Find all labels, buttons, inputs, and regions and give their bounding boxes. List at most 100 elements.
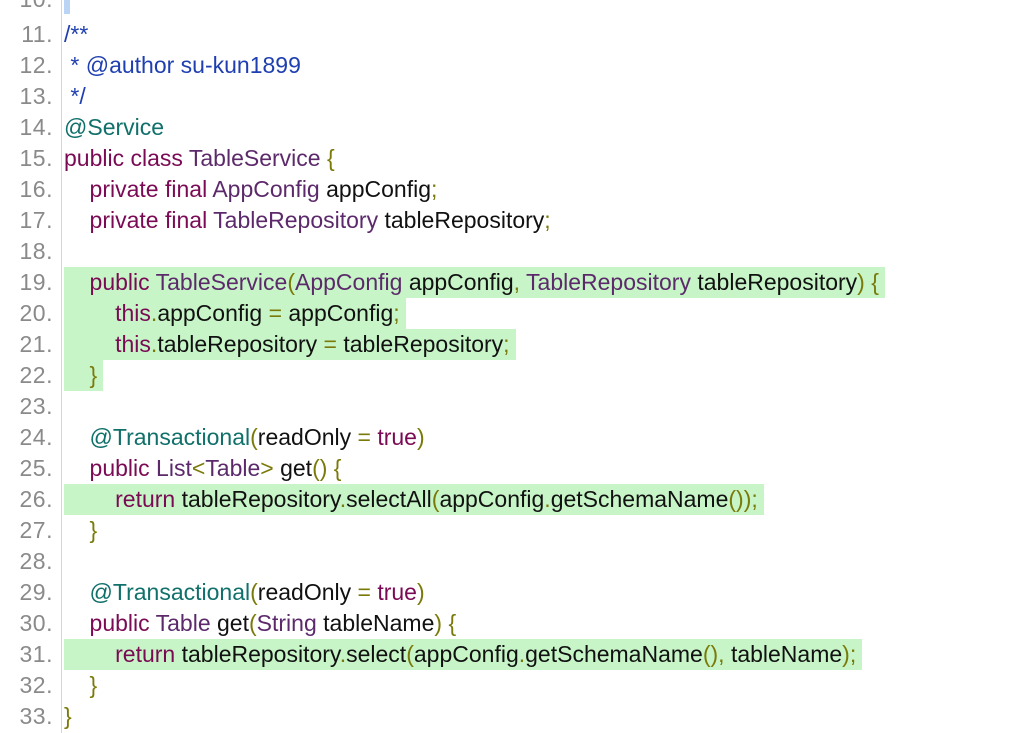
code-text[interactable]: @Service	[64, 112, 170, 143]
code-token: /**	[64, 21, 89, 47]
code-token: }	[64, 517, 98, 543]
code-line[interactable]: 29. @Transactional(readOnly = true)	[0, 577, 1024, 608]
gutter-divider	[61, 0, 62, 733]
code-line-partial: 10.	[0, 0, 1024, 15]
code-text[interactable]: @Transactional(readOnly = true)	[64, 577, 431, 608]
code-text[interactable]: @Transactional(readOnly = true)	[64, 422, 431, 453]
code-text[interactable]: private final TableRepository tableRepos…	[64, 205, 557, 236]
line-number: 19.	[19, 269, 53, 295]
code-line[interactable]: 25. public List<Table> get() {	[0, 453, 1024, 484]
code-token: public	[64, 455, 157, 481]
code-token: private final	[64, 176, 213, 202]
line-number: 30.	[19, 610, 53, 636]
code-token: );	[842, 641, 857, 667]
code-line[interactable]: 11. /**	[0, 19, 1024, 50]
line-number: 14.	[19, 114, 53, 140]
code-line[interactable]: 13. */	[0, 81, 1024, 112]
code-line[interactable]: 20. this.appConfig = appConfig;	[0, 298, 1024, 329]
code-token: ) {	[857, 269, 879, 295]
code-line[interactable]: 27. }	[0, 515, 1024, 546]
code-token: tableRepository	[181, 486, 340, 512]
code-line[interactable]: 28.	[0, 546, 1024, 577]
code-line[interactable]: 33.}	[0, 701, 1024, 732]
code-text[interactable]: public class TableService {	[64, 143, 341, 174]
line-number: 12.	[19, 52, 53, 78]
line-number: 25.	[19, 455, 53, 481]
code-text-highlighted[interactable]: this.tableRepository = tableRepository;	[64, 329, 516, 360]
code-token: tableRepository	[343, 331, 504, 357]
code-line[interactable]: 19. public TableService(AppConfig appCon…	[0, 267, 1024, 298]
code-line[interactable]: 31. return tableRepository.select(appCon…	[0, 639, 1024, 670]
code-line[interactable]: 26. return tableRepository.selectAll(app…	[0, 484, 1024, 515]
code-line[interactable]: 14. @Service	[0, 112, 1024, 143]
code-text-highlighted[interactable]: public TableService(AppConfig appConfig,…	[64, 267, 885, 298]
code-text-highlighted[interactable]: return tableRepository.selectAll(appConf…	[64, 484, 764, 515]
line-number: 21.	[19, 331, 53, 357]
code-token: public	[64, 269, 156, 295]
code-token: .	[150, 300, 158, 326]
line-number: 15.	[19, 145, 53, 171]
code-token: appConfig	[413, 641, 519, 667]
code-token: .	[150, 331, 158, 357]
code-text-highlighted[interactable]: return tableRepository.select(appConfig.…	[64, 639, 863, 670]
code-token: true	[377, 579, 417, 605]
code-text-highlighted[interactable]: this.appConfig = appConfig;	[64, 298, 406, 329]
code-line[interactable]: 16. private final AppConfig appConfig;	[0, 174, 1024, 205]
code-token: tableRepository	[384, 207, 545, 233]
code-line[interactable]: 17. private final TableRepository tableR…	[0, 205, 1024, 236]
code-line[interactable]: 21. this.tableRepository = tableReposito…	[0, 329, 1024, 360]
code-token: (	[287, 269, 295, 295]
code-token: ;	[544, 207, 551, 233]
line-number: 10.	[0, 0, 53, 15]
code-token: }	[64, 703, 72, 729]
code-line[interactable]: 12. * @author su-kun1899	[0, 50, 1024, 81]
code-token: true	[377, 424, 417, 450]
code-token: ;	[503, 331, 510, 357]
code-token: TableService	[155, 269, 288, 295]
code-token: String	[256, 610, 324, 636]
code-line[interactable]: 18.	[0, 236, 1024, 267]
code-token: =	[268, 300, 289, 326]
line-number: 27.	[19, 517, 53, 543]
code-text[interactable]: private final AppConfig appConfig;	[64, 174, 443, 205]
code-token: getSchemaName	[550, 486, 729, 512]
code-text-highlighted[interactable]: }	[64, 360, 104, 391]
code-token: appConfig	[326, 176, 431, 202]
code-token: ;	[430, 176, 438, 202]
code-text[interactable]: public Table get(String tableName) {	[64, 608, 462, 639]
code-token: =	[357, 424, 378, 450]
line-number: 26.	[19, 486, 53, 512]
code-text[interactable]: }	[64, 515, 103, 546]
code-token: @Transactional	[64, 579, 251, 605]
code-line[interactable]: 22. }	[0, 360, 1024, 391]
code-text[interactable]: }	[64, 701, 78, 732]
code-token: )	[416, 579, 425, 605]
code-line[interactable]: 23.	[0, 391, 1024, 422]
code-token: tableRepository	[181, 641, 340, 667]
code-token: */	[64, 83, 86, 109]
code-token: get	[280, 455, 313, 481]
code-token: AppConfig	[295, 269, 409, 295]
code-token: this	[64, 331, 151, 357]
line-number: 28.	[19, 548, 53, 574]
code-token: () {	[312, 455, 342, 481]
code-token: readOnly	[257, 579, 358, 605]
code-text[interactable]: }	[64, 670, 103, 701]
code-token: readOnly	[257, 424, 358, 450]
code-token: (	[250, 424, 258, 450]
code-text[interactable]: */	[64, 81, 92, 112]
code-line[interactable]: 30. public Table get(String tableName) {	[0, 608, 1024, 639]
code-token: Table	[155, 610, 218, 636]
code-token: appConfig	[288, 300, 394, 326]
code-token: tableRepository	[157, 331, 324, 357]
code-text[interactable]: /**	[64, 19, 94, 50]
code-line[interactable]: 24. @Transactional(readOnly = true)	[0, 422, 1024, 453]
line-number: 11.	[21, 21, 53, 47]
code-line[interactable]: 32. }	[0, 670, 1024, 701]
code-text[interactable]: * @author su-kun1899	[64, 50, 307, 81]
code-token: >	[260, 455, 281, 481]
code-line[interactable]: 15. public class TableService {	[0, 143, 1024, 174]
code-text[interactable]: public List<Table> get() {	[64, 453, 347, 484]
code-token: Table	[205, 455, 261, 481]
